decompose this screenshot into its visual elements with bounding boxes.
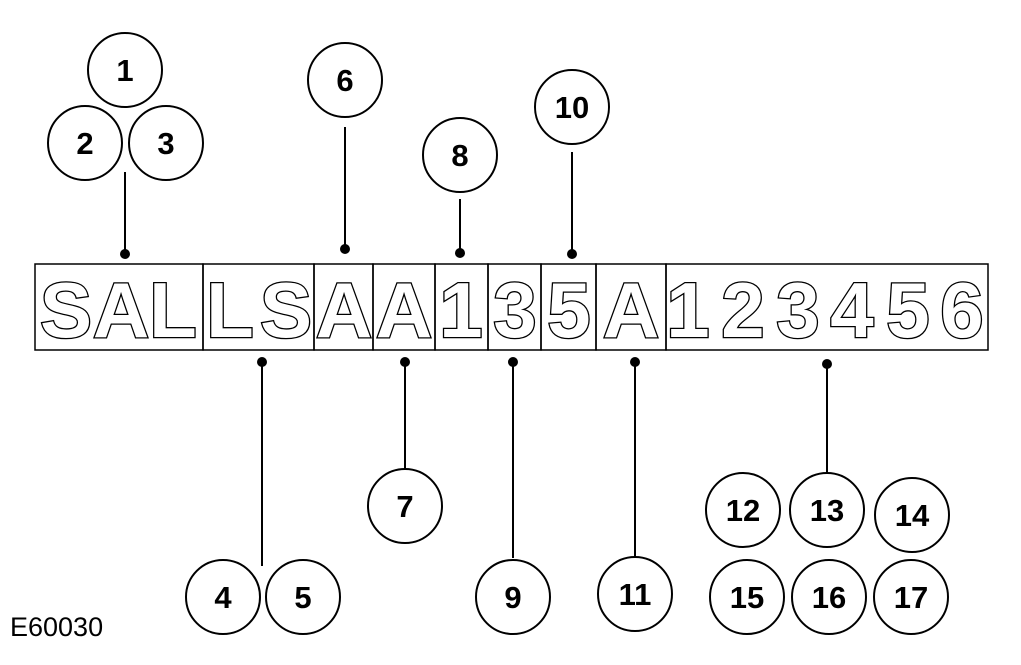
callout-circle [789, 472, 865, 548]
callout-label-1: 1 [116, 53, 133, 88]
vin-char: L [149, 266, 197, 354]
leader-lines [124, 127, 828, 566]
vin-char: 5 [886, 266, 929, 354]
callout-label-11: 11 [619, 577, 652, 612]
callout-circle [265, 559, 341, 635]
leader-dot [567, 249, 577, 259]
callout-circle [534, 69, 610, 145]
vin-char: 4 [830, 266, 873, 354]
callout-label-10: 10 [555, 90, 589, 125]
callout-label-12: 12 [726, 493, 760, 528]
leader-dot [257, 357, 267, 367]
callout-label-9: 9 [504, 580, 521, 615]
callout-circle [307, 42, 383, 118]
callout-label-14: 14 [895, 498, 930, 533]
leader-dot [400, 357, 410, 367]
vin-char: S [40, 266, 92, 354]
callout-label-7: 7 [396, 489, 413, 524]
callout-circle [475, 559, 551, 635]
callout-circle [597, 556, 673, 632]
vin-char: 1 [439, 266, 482, 354]
callout-label-6: 6 [336, 63, 353, 98]
leader-dot [455, 248, 465, 258]
vin-char: A [376, 266, 432, 354]
vin-char: A [603, 266, 659, 354]
callout-label-5: 5 [294, 580, 311, 615]
callout-circle [705, 472, 781, 548]
vin-char: 5 [547, 266, 590, 354]
vin-char: A [93, 266, 149, 354]
callout-circle [185, 559, 261, 635]
callout-label-2: 2 [76, 126, 93, 161]
vin-char: L [206, 266, 254, 354]
callout-label-15: 15 [730, 580, 764, 615]
vin-char: 1 [666, 266, 709, 354]
vin-char: 3 [776, 266, 819, 354]
callout-circle [873, 559, 949, 635]
leader-dot [508, 357, 518, 367]
leader-dots [120, 244, 832, 369]
vin-char: S [260, 266, 312, 354]
vin-box-group-9 [665, 263, 989, 351]
figure-id: E60030 [10, 612, 103, 642]
callout-label-17: 17 [894, 580, 928, 615]
callout-circle [367, 468, 443, 544]
leader-dot [340, 244, 350, 254]
callout-label-3: 3 [157, 126, 174, 161]
callout-label-16: 16 [812, 580, 846, 615]
leader-dot [630, 357, 640, 367]
vin-char: 6 [940, 266, 983, 354]
vin-char: A [316, 266, 372, 354]
leader-dot [120, 249, 130, 259]
callout-circle [791, 559, 867, 635]
vin-char: 3 [493, 266, 536, 354]
callout-circle [709, 559, 785, 635]
callout-circle [47, 105, 123, 181]
callout-circle [87, 32, 163, 108]
leader-dot [822, 359, 832, 369]
vin-characters: S A L L S A A 1 3 5 A 1 2 3 4 5 6 [39, 265, 985, 356]
callout-label-4: 4 [214, 580, 232, 615]
vin-char: 2 [721, 266, 764, 354]
callout-circle [128, 105, 204, 181]
callout-circle [422, 117, 498, 193]
callout-circles [47, 32, 950, 635]
vin-strip [34, 263, 989, 351]
callout-label-8: 8 [451, 138, 468, 173]
callout-numbers: 1 2 3 4 5 6 7 8 9 10 11 12 13 14 15 16 1… [76, 53, 930, 615]
callout-circle [874, 477, 950, 553]
callout-label-13: 13 [810, 493, 844, 528]
